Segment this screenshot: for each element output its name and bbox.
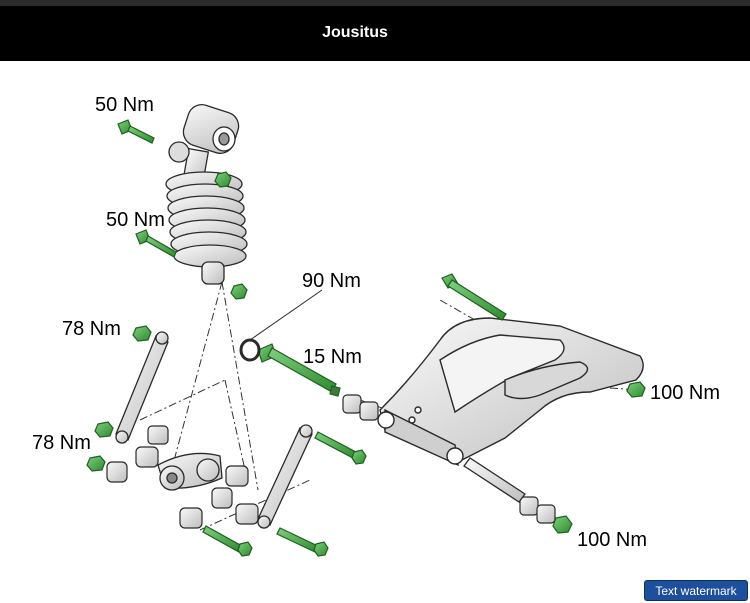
torque-label-washer: 90 Nm <box>302 270 361 292</box>
torque-label-shock-bottom: 50 Nm <box>106 209 165 231</box>
torque-label-axle-nut: 100 Nm <box>577 529 648 551</box>
swingarm <box>377 317 644 467</box>
window-top-strip <box>0 0 750 6</box>
header-bar: Jousitus <box>0 0 750 61</box>
torque-label-linkage-top: 78 Nm <box>62 318 121 340</box>
linkage-rods <box>115 331 313 529</box>
swingarm-axle <box>463 457 526 503</box>
rocker-link <box>157 452 223 491</box>
bushings <box>106 394 556 529</box>
torque-label-pivot: 15 Nm <box>303 346 362 368</box>
torque-label-shock-top: 50 Nm <box>95 94 154 116</box>
page-title: Jousitus <box>322 24 388 41</box>
torque-label-swingarm-nut: 100 Nm <box>650 382 721 404</box>
washer <box>239 289 323 362</box>
green-fasteners <box>86 119 646 557</box>
torque-label-linkage-bottom: 78 Nm <box>32 432 91 454</box>
watermark-button[interactable]: Text watermark <box>644 580 748 601</box>
shock-absorber <box>165 103 248 285</box>
suspension-exploded-diagram <box>86 103 646 557</box>
